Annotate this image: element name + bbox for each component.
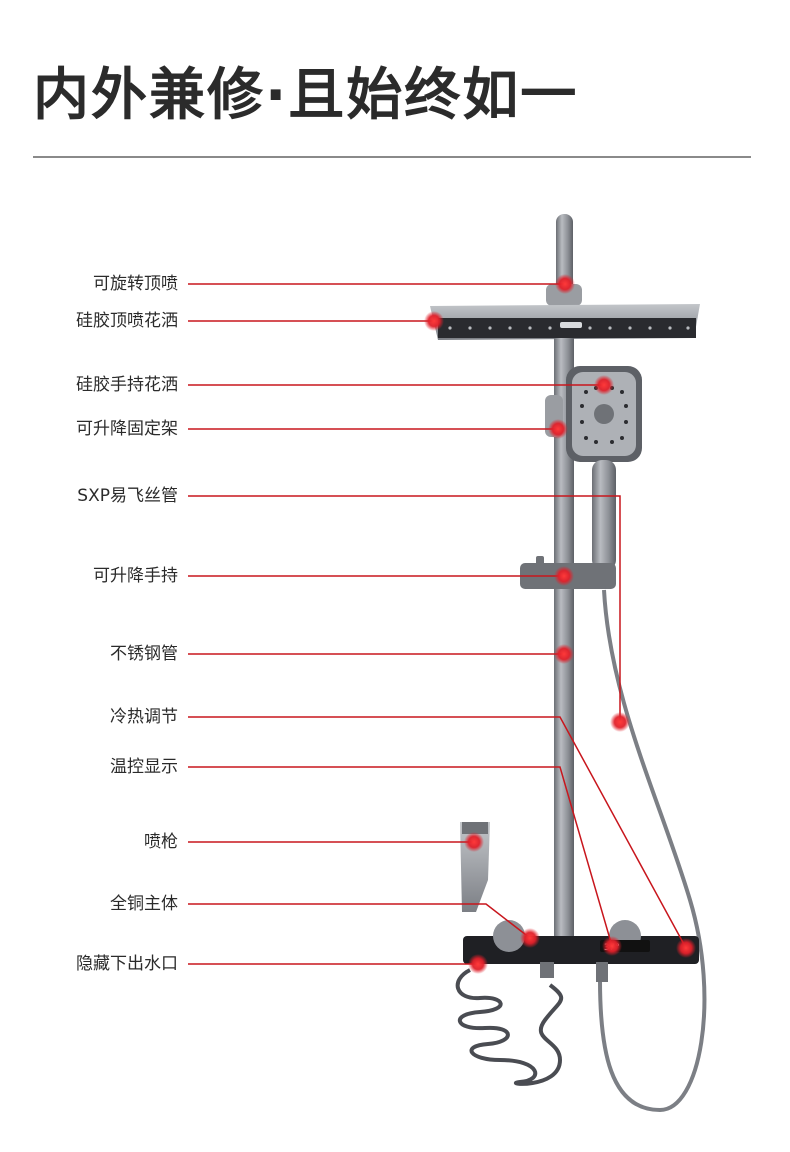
callout-label: 可升降固定架 <box>76 419 178 439</box>
hose-connector <box>596 962 608 982</box>
callout-label: 可升降手持 <box>93 566 178 586</box>
callout-label: 喷枪 <box>144 832 178 852</box>
callout-label: 硅胶手持花洒 <box>76 375 178 395</box>
callout-marker <box>676 938 696 958</box>
callout-label: 温控显示 <box>110 757 178 777</box>
callout-marker <box>555 274 575 294</box>
callout-label: 不锈钢管 <box>110 644 178 664</box>
callout-marker <box>548 419 568 439</box>
page-title: 内外兼修·且始终如一 <box>33 63 579 128</box>
handheld-handle <box>592 460 616 570</box>
callout-marker <box>554 566 574 586</box>
bottom-outlet <box>540 962 554 978</box>
callout-marker <box>520 928 540 948</box>
callout-label: 全铜主体 <box>110 894 178 914</box>
coiled-hose <box>455 968 564 1086</box>
leader-lines <box>188 283 687 965</box>
callout-label: 隐藏下出水口 <box>76 954 178 974</box>
callout-marker <box>602 936 622 956</box>
callout-label: SXP易飞丝管 <box>77 486 178 506</box>
callout-marker <box>594 375 614 395</box>
title-divider <box>33 156 751 158</box>
leader-line <box>188 716 687 949</box>
rain-nozzles <box>448 326 690 330</box>
callout-marker <box>554 644 574 664</box>
callout-label: 硅胶顶喷花洒 <box>76 311 178 331</box>
rain-head-badge <box>560 322 582 328</box>
callout-marker <box>464 832 484 852</box>
callout-markers <box>424 274 696 974</box>
leader-line <box>188 903 531 939</box>
hose-main <box>598 589 707 1113</box>
leader-line <box>188 495 621 722</box>
callout-label: 冷热调节 <box>110 707 178 727</box>
callout-marker <box>468 954 488 974</box>
callout-marker <box>424 311 444 331</box>
callout-label: 可旋转顶喷 <box>93 274 178 294</box>
leader-line <box>188 766 613 947</box>
mix-knob-left <box>493 920 525 952</box>
callout-marker <box>610 712 630 732</box>
